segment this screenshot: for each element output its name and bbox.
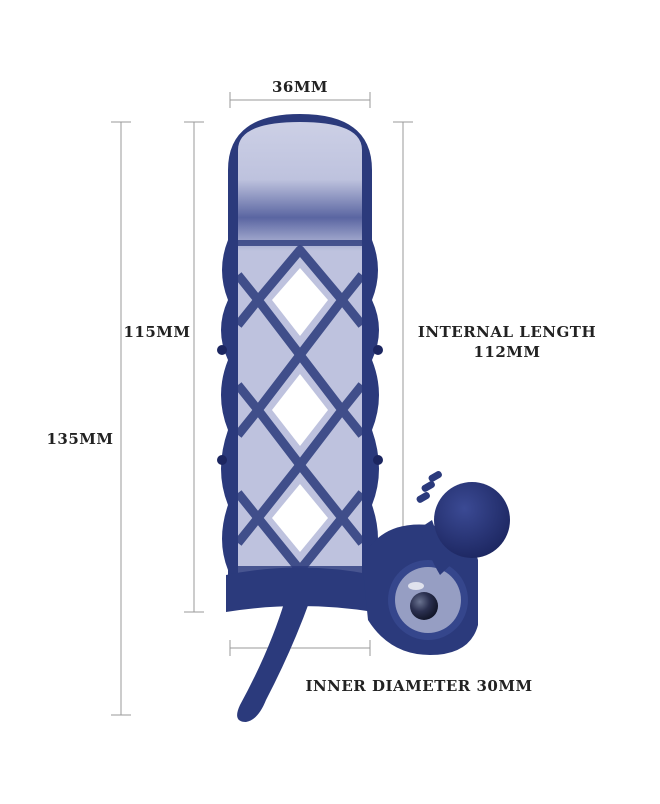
- internal-length-value: 112MM: [473, 343, 540, 361]
- base-ring: [226, 567, 374, 612]
- internal-length-label: INTERNAL LENGTH: [418, 323, 596, 341]
- total-length-label: 135MM: [46, 430, 113, 448]
- width-label: 36MM: [272, 78, 328, 96]
- vibrating-bullet-icon: [410, 592, 438, 620]
- lattice-pattern: [238, 240, 362, 575]
- side-nubs: [217, 345, 383, 465]
- tail-strap: [237, 600, 310, 722]
- stimulator-ball: [416, 470, 510, 575]
- inner-diameter-label: INNER DIAMETER 30MM: [305, 677, 532, 695]
- product-illustration: [217, 114, 510, 722]
- dimension-labels: 36MM 115MM 135MM INTERNAL LENGTH 112MM I…: [46, 78, 596, 695]
- inner-length-label: 115MM: [123, 323, 190, 341]
